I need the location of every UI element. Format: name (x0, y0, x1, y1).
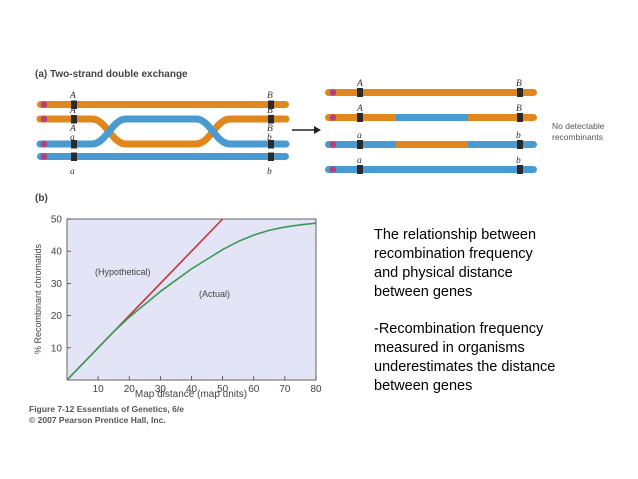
y-tick-label: 20 (51, 311, 63, 322)
chromosome-diagram-before: A A A a a B B B b b (36, 91, 290, 177)
arrow-right-icon (292, 126, 321, 134)
locus-label: b (516, 131, 521, 141)
y-tick-label: 10 (51, 343, 63, 354)
side-text-line: measured in organisms (374, 340, 525, 356)
locus-label: B (516, 104, 522, 114)
locus-label: A (69, 106, 76, 116)
caption-line: © 2007 Pearson Prentice Hall, Inc. (29, 415, 166, 425)
locus-label: a (70, 133, 75, 143)
panel-b-label: (b) (35, 193, 48, 204)
y-axis-label: % Recombinant chromatids (33, 243, 43, 354)
locus-label: a (357, 131, 362, 141)
panel-a-label: (a) Two-strand double exchange (35, 69, 188, 80)
figure-caption: Figure 7-12 Essentials of Genetics, 6/e … (29, 404, 184, 426)
x-axis-label: Map distance (map units) (135, 389, 247, 400)
locus-label: a (70, 167, 75, 177)
side-text-line: between genes (374, 378, 473, 394)
locus-label: b (267, 133, 272, 143)
locus-label: B (267, 91, 273, 101)
result-note: recombinants (552, 132, 603, 142)
x-tick-label: 30 (155, 384, 167, 395)
locus-label: A (69, 124, 76, 134)
annotation-hypothetical: (Hypothetical) (95, 267, 151, 277)
caption-line: Figure 7-12 Essentials of Genetics, 6/e (29, 404, 184, 414)
y-tick-label: 30 (51, 279, 63, 290)
annotation-actual: (Actual) (199, 289, 230, 299)
chromosome-diagram-after: A A a a B B b b No detectable recombinan… (325, 79, 605, 174)
x-tick-label: 60 (248, 384, 260, 395)
x-tick-label: 20 (124, 384, 136, 395)
locus-label: A (69, 91, 76, 101)
bottom-blue-chromatid (37, 153, 289, 160)
side-text-line: underestimates the distance (374, 359, 556, 375)
x-tick-label: 10 (93, 384, 105, 395)
side-text-line: and physical distance (374, 265, 513, 281)
locus-label: B (267, 124, 273, 134)
locus-label: A (356, 79, 363, 89)
top-orange-chromatid (37, 101, 289, 108)
x-tick-label: 80 (310, 384, 322, 395)
locus-label: b (516, 156, 521, 166)
recombination-chart: 10 20 30 40 50 10 20 30 40 50 60 70 80 % Recombinan… (33, 215, 322, 401)
x-tick-label: 50 (217, 384, 229, 395)
x-tick-label: 70 (279, 384, 291, 395)
locus-label: A (356, 104, 363, 114)
y-tick-label: 50 (51, 215, 63, 226)
x-tick-label: 40 (186, 384, 198, 395)
actual-line (66, 222, 317, 381)
locus-label: B (516, 79, 522, 89)
side-text-line: recombination frequency (374, 246, 533, 262)
side-text-line: -Recombination frequency (374, 321, 544, 337)
plot-area (66, 218, 317, 381)
result-note: No detectable (552, 121, 605, 131)
locus-label: a (357, 156, 362, 166)
y-tick-label: 40 (51, 247, 63, 258)
locus-label: B (267, 106, 273, 116)
side-text: The relationship between recombination f… (374, 226, 624, 396)
locus-label: b (267, 167, 272, 177)
side-text-line: The relationship between (374, 227, 537, 243)
side-text-line: between genes (374, 284, 473, 300)
